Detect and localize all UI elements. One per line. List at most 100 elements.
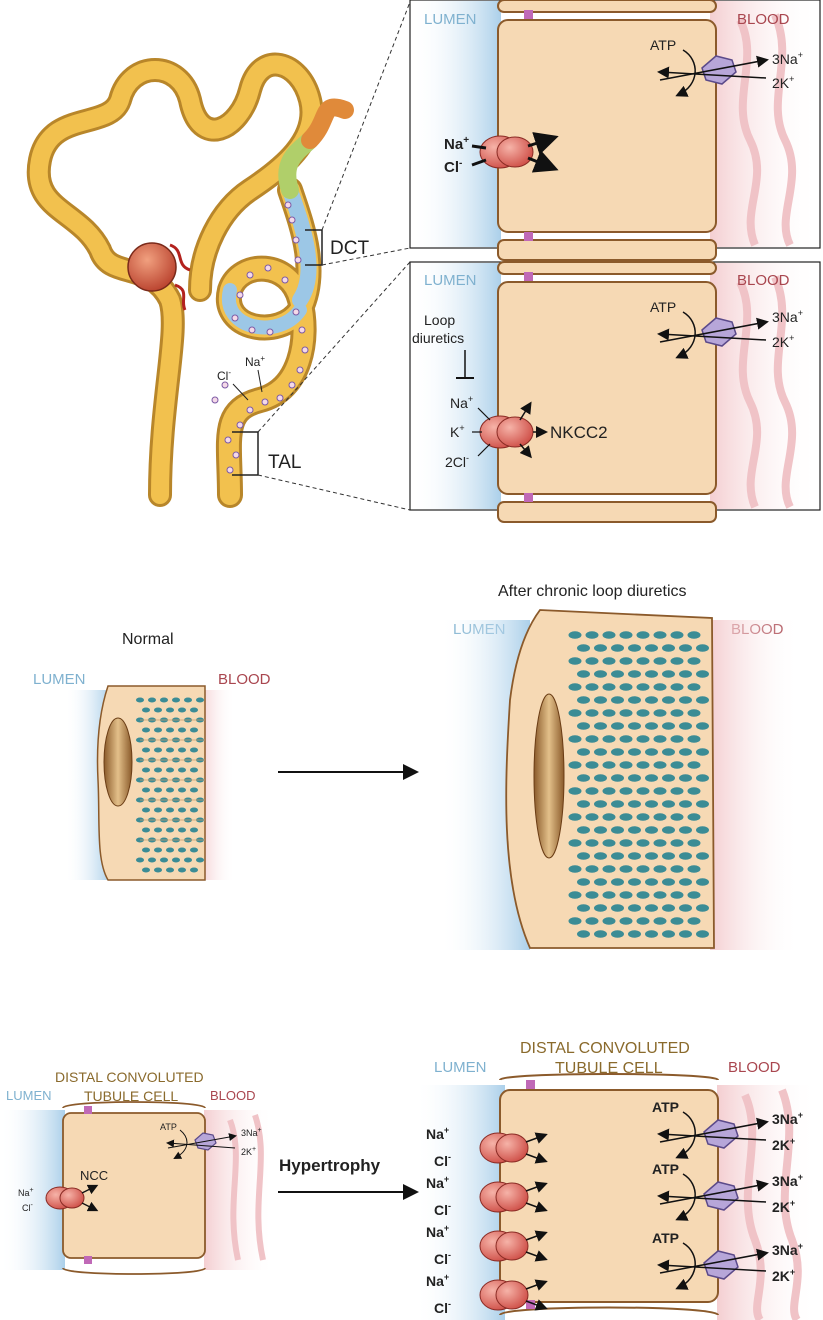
small-ncc-label: NCC — [80, 1168, 108, 1183]
mitochondrion — [636, 865, 650, 873]
mitochondrion — [636, 813, 650, 821]
mitochondrion — [662, 826, 675, 834]
mitochondrion — [190, 747, 198, 753]
mitochondrion — [178, 747, 186, 753]
mitochondrion — [166, 787, 174, 793]
mitochondrion — [696, 852, 709, 860]
na-k-pump — [703, 1119, 739, 1149]
mitochondrion — [670, 657, 684, 665]
mitochondrion — [645, 852, 658, 860]
mitochondrion — [662, 670, 675, 678]
mitochondrion — [190, 787, 198, 793]
mitochondrion — [687, 917, 701, 925]
mitochondrion — [619, 657, 633, 665]
mitochondrion — [577, 852, 590, 860]
pump-arrow — [659, 1117, 769, 1143]
ncc-arrow — [525, 1132, 548, 1144]
mitochondrion — [568, 813, 582, 821]
tubule-na-label: Na+ — [245, 354, 265, 369]
mitochondrion — [585, 709, 599, 717]
dct-blood-label: BLOOD — [737, 11, 790, 28]
mitochondrion — [619, 683, 633, 691]
mitochondrion — [577, 774, 590, 782]
mitochondrion — [670, 631, 684, 639]
mitochondrion — [594, 930, 607, 938]
bottom-left-cell-label-2: TUBULE CELL — [84, 1088, 178, 1104]
mitochondrion — [662, 774, 675, 782]
mitochondrion — [136, 857, 144, 863]
mitochondrion — [602, 865, 616, 873]
mitochondrion — [611, 722, 624, 730]
mitochondrion — [602, 683, 616, 691]
mitochondrion — [628, 826, 641, 834]
mitochondrion — [611, 748, 624, 756]
ncc-cl-label: Cl- — [434, 1152, 451, 1169]
ncc-arrow — [525, 1279, 548, 1291]
dct-panel: LUMEN BLOOD Na+ Cl- ATP 3Na+ 2K+ — [409, 0, 821, 261]
mitochondrion — [190, 707, 198, 713]
mitochondrion — [178, 807, 186, 813]
pump-2k-label: 2K+ — [772, 1136, 795, 1153]
mitochondrion — [577, 904, 590, 912]
mitochondrion — [142, 867, 150, 873]
mitochondrion — [636, 839, 650, 847]
mitochondrion — [645, 930, 658, 938]
normal-folds — [140, 719, 205, 841]
mitochondrion — [154, 807, 162, 813]
mitochondrion — [687, 709, 701, 717]
mitochondrion — [645, 722, 658, 730]
ncc-na-label: Na+ — [426, 1272, 449, 1289]
mitochondrion — [653, 735, 667, 743]
pump-atp-label: ATP — [652, 1161, 679, 1177]
mitochondrion — [577, 800, 590, 808]
mitochondrion — [687, 813, 701, 821]
dct-label: DCT — [330, 238, 369, 259]
mitochondrion — [662, 930, 675, 938]
mitochondrion — [670, 735, 684, 743]
mitochondrion — [178, 767, 186, 773]
mitochondrion — [178, 707, 186, 713]
normal-lumen-label: LUMEN — [33, 671, 86, 688]
mitochondrion — [653, 891, 667, 899]
mitochondrion — [585, 891, 599, 899]
mitochondrion — [142, 847, 150, 853]
mitochondrion — [602, 917, 616, 925]
mitochondrion — [645, 878, 658, 886]
mitochondrion — [670, 865, 684, 873]
mitochondrion — [628, 800, 641, 808]
mitochondrion — [679, 904, 692, 912]
mitochondrion — [190, 767, 198, 773]
small-3na-label: 3Na+ — [241, 1127, 262, 1138]
hypertrophy-label: Hypertrophy — [279, 1156, 381, 1175]
dct-atp-label: ATP — [650, 37, 676, 53]
mitochondrion — [142, 827, 150, 833]
pump-3na-label: 3Na+ — [772, 1172, 803, 1189]
mitochondrion — [679, 722, 692, 730]
mitochondrion — [577, 878, 590, 886]
mitochondrion — [628, 644, 641, 652]
mitochondrion — [619, 839, 633, 847]
mitochondrion — [636, 631, 650, 639]
mitochondrion — [602, 657, 616, 665]
nephron-illustration: DCT TAL Na+ Cl- — [26, 52, 369, 508]
mitochondrion — [645, 826, 658, 834]
mitochondrion — [602, 787, 616, 795]
mitochondrion — [154, 747, 162, 753]
mitochondrion — [636, 709, 650, 717]
mitochondrion — [679, 696, 692, 704]
mitochondrion — [568, 891, 582, 899]
mitochondrion — [679, 670, 692, 678]
mitochondrion — [154, 787, 162, 793]
mitochondrion — [619, 787, 633, 795]
dct-na-label: Na+ — [444, 135, 469, 153]
pump-atp-arrow — [675, 1111, 696, 1159]
mitochondrion — [190, 727, 198, 733]
mitochondrion — [568, 787, 582, 795]
mitochondrion — [670, 891, 684, 899]
mitochondrion — [696, 748, 709, 756]
mitochondrion — [577, 930, 590, 938]
na-k-pump — [703, 1250, 739, 1280]
dct-lumen-label: LUMEN — [424, 11, 477, 28]
bottom-right-cell-label-2: TUBULE CELL — [555, 1060, 663, 1077]
normal-blood-label: BLOOD — [218, 671, 271, 688]
